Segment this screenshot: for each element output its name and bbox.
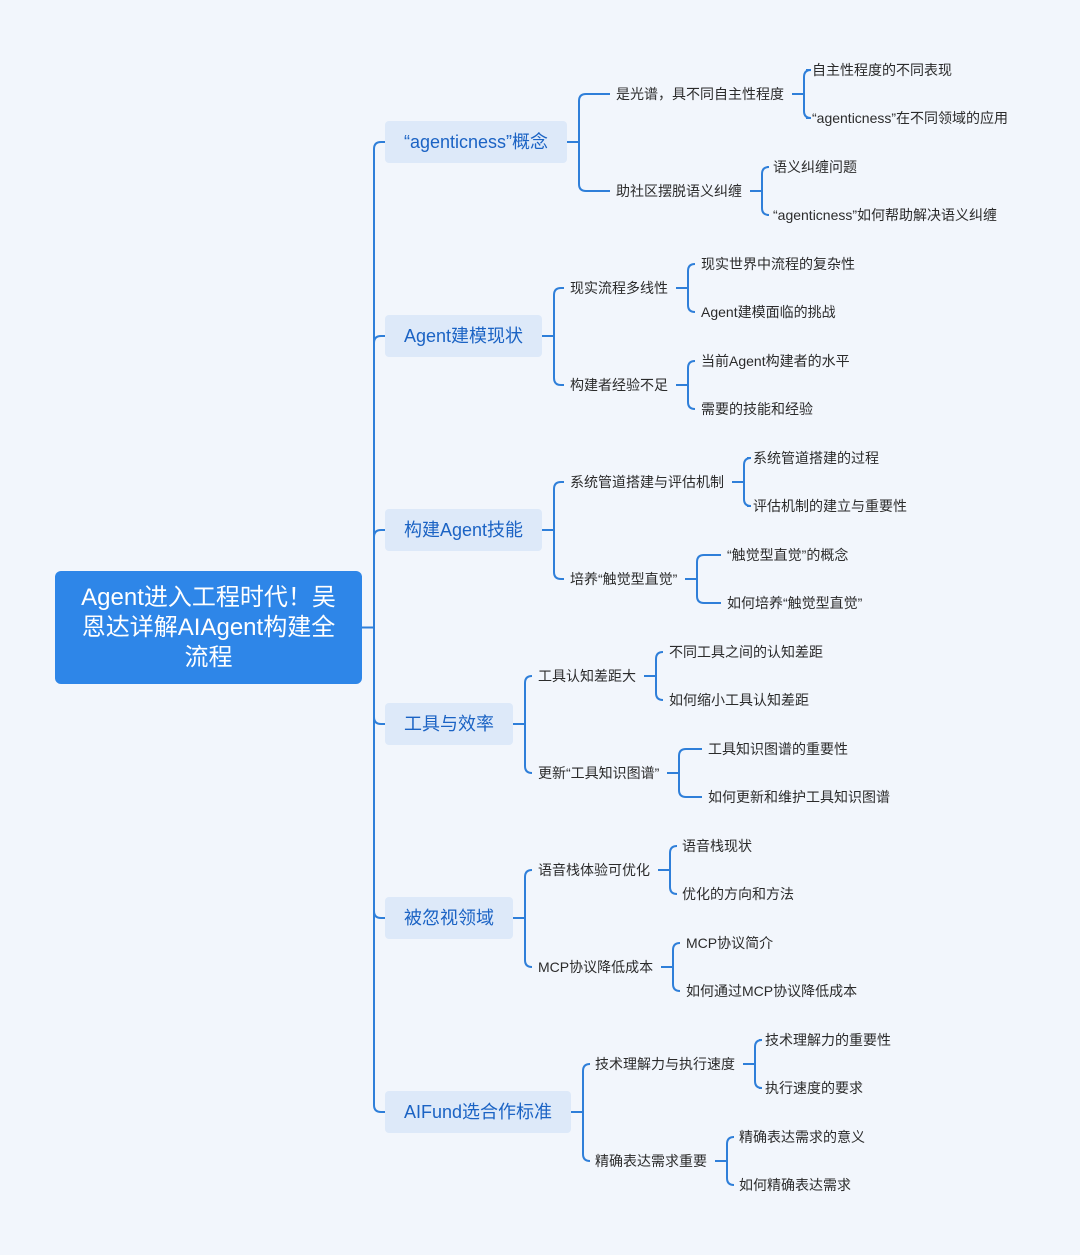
branch-tools-efficiency[interactable]: 工具与效率 bbox=[385, 703, 513, 745]
connector-line bbox=[761, 207, 770, 216]
connector-line bbox=[655, 692, 664, 701]
connector-line bbox=[553, 481, 564, 490]
connector-line bbox=[754, 1039, 763, 1048]
connector-line bbox=[803, 69, 812, 78]
leaf-node[interactable]: “agenticness”在不同领域的应用 bbox=[812, 110, 1009, 126]
connector-line bbox=[696, 595, 721, 604]
connector-line bbox=[373, 141, 385, 150]
subtopic-node[interactable]: 工具认知差距大 bbox=[538, 668, 636, 684]
leaf-node[interactable]: 需要的技能和经验 bbox=[701, 401, 813, 417]
connector-line bbox=[669, 845, 678, 854]
branch-overlooked-areas[interactable]: 被忽视领域 bbox=[385, 897, 513, 939]
subtopic-node[interactable]: 系统管道搭建与评估机制 bbox=[570, 474, 724, 490]
leaf-node[interactable]: 如何缩小工具认知差距 bbox=[669, 692, 809, 708]
connector-line bbox=[553, 377, 564, 386]
connector-line bbox=[678, 789, 702, 798]
leaf-node[interactable]: Agent建模面临的挑战 bbox=[701, 304, 836, 320]
connector-line bbox=[373, 910, 385, 919]
subtopic-node[interactable]: 技术理解力与执行速度 bbox=[595, 1056, 735, 1072]
leaf-node[interactable]: 执行速度的要求 bbox=[765, 1080, 863, 1096]
connector-line bbox=[578, 183, 610, 192]
leaf-node[interactable]: 精确表达需求的意义 bbox=[739, 1129, 865, 1145]
connector-line bbox=[373, 335, 385, 344]
leaf-node[interactable]: 工具知识图谱的重要性 bbox=[708, 741, 848, 757]
subtopic-node[interactable]: 培养“触觉型直觉” bbox=[570, 571, 678, 587]
connector-line bbox=[524, 869, 533, 878]
subtopic-node[interactable]: 更新“工具知识图谱” bbox=[538, 765, 660, 781]
branch-agent-modeling-status[interactable]: Agent建模现状 bbox=[385, 315, 543, 357]
leaf-node[interactable]: 如何精确表达需求 bbox=[739, 1177, 851, 1193]
connector-line bbox=[803, 110, 812, 119]
connector-line bbox=[582, 1063, 591, 1072]
connector-line bbox=[726, 1136, 735, 1145]
connector-line bbox=[754, 1080, 763, 1089]
connector-line bbox=[578, 93, 610, 102]
leaf-node[interactable]: “触觉型直觉”的概念 bbox=[727, 547, 849, 563]
branch-agenticness-concept[interactable]: “agenticness”概念 bbox=[385, 121, 568, 163]
leaf-node[interactable]: 评估机制的建立与重要性 bbox=[753, 498, 907, 514]
connector-line bbox=[761, 166, 770, 175]
connector-line bbox=[524, 959, 533, 968]
connector-line bbox=[524, 765, 533, 774]
leaf-node[interactable]: 语义纠缠问题 bbox=[773, 159, 857, 175]
subtopic-node[interactable]: 精确表达需求重要 bbox=[595, 1153, 707, 1169]
connector-line bbox=[553, 571, 564, 580]
connector-line bbox=[553, 287, 564, 296]
connector-line bbox=[669, 886, 678, 895]
branch-aifund-criteria[interactable]: AIFund选合作标准 bbox=[385, 1091, 572, 1133]
subtopic-node[interactable]: MCP协议降低成本 bbox=[538, 959, 654, 975]
root-topic-label: Agent进入工程时代！吴恩达详解AIAgent构建全流程 bbox=[81, 583, 336, 671]
connector-line bbox=[373, 529, 385, 538]
connector-line bbox=[696, 554, 721, 563]
root-topic[interactable]: Agent进入工程时代！吴恩达详解AIAgent构建全流程 bbox=[55, 571, 362, 684]
connector-line bbox=[726, 1177, 735, 1186]
subtopic-node[interactable]: 现实流程多线性 bbox=[570, 280, 668, 296]
connector-line bbox=[373, 1104, 385, 1113]
branch-agent-building-skills[interactable]: 构建Agent技能 bbox=[385, 509, 543, 551]
leaf-node[interactable]: 自主性程度的不同表现 bbox=[812, 62, 952, 78]
subtopic-node[interactable]: 是光谱，具不同自主性程度 bbox=[616, 86, 784, 102]
leaf-node[interactable]: 如何培养“触觉型直觉” bbox=[727, 595, 863, 611]
connector-line bbox=[582, 1153, 591, 1162]
subtopic-node[interactable]: 构建者经验不足 bbox=[570, 377, 668, 393]
subtopic-node[interactable]: 语音栈体验可优化 bbox=[538, 862, 650, 878]
leaf-node[interactable]: 优化的方向和方法 bbox=[682, 886, 794, 902]
connector-line bbox=[687, 360, 696, 369]
connector-line bbox=[672, 983, 681, 992]
connector-line bbox=[373, 716, 385, 725]
connector-line bbox=[678, 748, 702, 757]
connector-line bbox=[655, 651, 664, 660]
leaf-node[interactable]: 语音栈现状 bbox=[682, 838, 752, 854]
leaf-node[interactable]: 不同工具之间的认知差距 bbox=[669, 644, 823, 660]
leaf-node[interactable]: 当前Agent构建者的水平 bbox=[701, 353, 850, 369]
connector-line bbox=[743, 498, 752, 507]
connector-line bbox=[687, 263, 696, 272]
leaf-node[interactable]: 技术理解力的重要性 bbox=[765, 1032, 891, 1048]
leaf-node[interactable]: “agenticness”如何帮助解决语义纠缠 bbox=[773, 207, 998, 223]
connector-line bbox=[672, 942, 681, 951]
leaf-node[interactable]: 如何通过MCP协议降低成本 bbox=[686, 983, 858, 999]
connector-line bbox=[687, 401, 696, 410]
connector-line bbox=[687, 304, 696, 313]
leaf-node[interactable]: 现实世界中流程的复杂性 bbox=[701, 256, 855, 272]
leaf-node[interactable]: 系统管道搭建的过程 bbox=[753, 450, 879, 466]
leaf-node[interactable]: 如何更新和维护工具知识图谱 bbox=[708, 789, 890, 805]
connector-line bbox=[743, 457, 752, 466]
connector-line bbox=[524, 675, 533, 684]
subtopic-node[interactable]: 助社区摆脱语义纠缠 bbox=[616, 183, 742, 199]
leaf-node[interactable]: MCP协议简介 bbox=[686, 935, 774, 951]
